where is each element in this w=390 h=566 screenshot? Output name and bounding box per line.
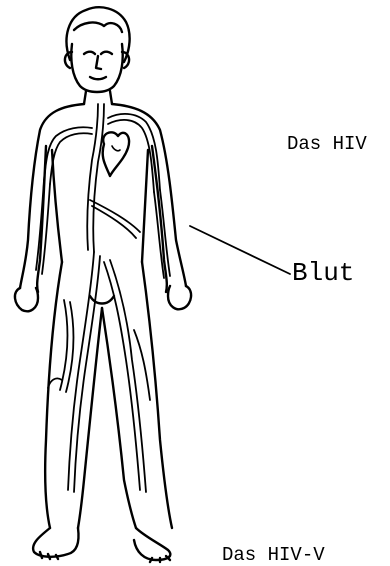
blut-pointer-line	[190, 226, 290, 274]
right-hand	[168, 286, 191, 309]
nose	[96, 56, 101, 69]
heart-detail	[112, 146, 120, 151]
hair-tuft	[74, 23, 122, 32]
left-hand	[15, 288, 38, 311]
left-eye	[84, 52, 95, 54]
blut-label: Blut	[292, 258, 354, 288]
right-shoulder-arm	[112, 104, 186, 286]
torso-left-side	[52, 150, 62, 262]
hiv-label-bottom: Das HIV-V	[222, 544, 325, 566]
right-eye	[101, 52, 112, 54]
right-inner-arm	[152, 146, 167, 292]
heart	[103, 132, 129, 176]
right-foot	[134, 528, 170, 560]
neck-right	[110, 91, 112, 104]
crotch	[90, 296, 114, 304]
hair	[67, 7, 130, 62]
hiv-label-top: Das HIV	[287, 133, 367, 155]
torso-right-side	[142, 150, 148, 262]
left-leg-outer	[45, 262, 62, 528]
neck-left	[84, 91, 86, 104]
right-leg-inner	[102, 308, 136, 528]
left-shoulder-arm	[20, 104, 84, 288]
mouth	[90, 77, 106, 79]
